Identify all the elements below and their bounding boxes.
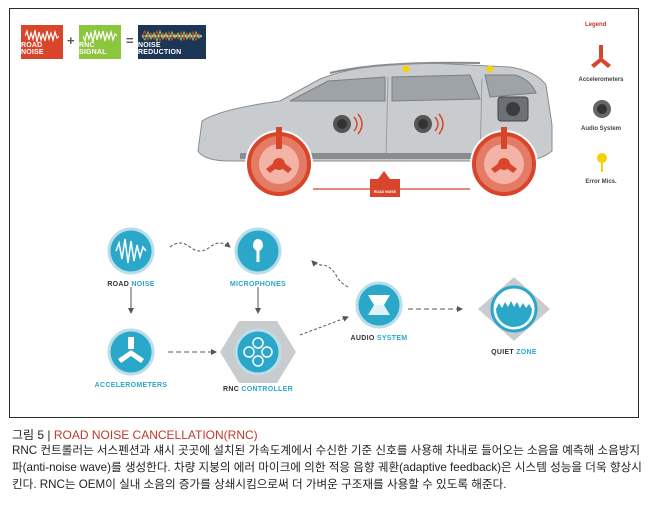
legend-title: Legend <box>585 22 607 28</box>
noise-reduction-label: NOISE REDUCTION <box>138 42 182 56</box>
plus-sign: + <box>67 33 75 48</box>
rnc-controller-node <box>220 321 296 383</box>
audio-system-label: AUDIO SYSTEM <box>350 335 408 342</box>
rnc-signal-label: RNC SIGNAL <box>79 42 107 56</box>
caption-title: 그림 5 | ROAD NOISE CANCELLATION(RNC) <box>12 426 258 443</box>
equals-sign: = <box>126 33 134 48</box>
legend-error-mics: Error Mics. <box>585 179 617 185</box>
caption-heading: ROAD NOISE CANCELLATION(RNC) <box>53 428 258 442</box>
legend-accelerometers: Accelerometers <box>578 77 624 83</box>
car-road-noise-badge: ROAD NOISE <box>370 179 400 197</box>
accelerometers-node <box>107 328 155 376</box>
rnc-signal-box: RNC SIGNAL <box>79 25 121 59</box>
road-noise-label: ROAD NOISE <box>107 281 155 288</box>
audio-system-node <box>355 281 403 329</box>
road-noise-label: ROAD NOISE <box>21 42 44 56</box>
road-noise-box: ROAD NOISE <box>21 25 63 59</box>
microphones-label: MICROPHONES <box>229 281 287 288</box>
flow-diagram <box>107 227 550 383</box>
audio-system-icon <box>593 100 611 118</box>
connector-audio-mic <box>311 260 349 288</box>
road-noise-node <box>107 227 155 275</box>
microphones-node <box>234 227 282 275</box>
caption-label: 그림 5 | <box>12 428 54 442</box>
caption-body: RNC 컨트롤러는 서스펜션과 섀시 곳곳에 설치된 가속도계에서 수신한 기준… <box>12 444 642 491</box>
error-mic-icon <box>597 153 607 172</box>
accelerometers-label: ACCELEROMETERS <box>94 382 168 389</box>
noise-reduction-box: NOISE REDUCTION <box>138 25 206 59</box>
car-illustration <box>197 61 553 198</box>
legend-audio-system: Audio System <box>580 126 621 132</box>
accelerometer-icon <box>591 45 611 68</box>
figure-frame: ROAD NOISE + RNC SIGNAL = NOISE REDUCTIO… <box>9 8 639 418</box>
waveform-icon <box>83 29 117 44</box>
waveform-icon <box>142 29 202 43</box>
connector-controller-audio <box>299 315 349 336</box>
rnc-controller-label: RNC CONTROLLER <box>223 386 293 393</box>
waveform-icon <box>25 28 59 43</box>
quiet-zone-label: QUIET ZONE <box>491 349 537 356</box>
quiet-zone-node <box>478 277 550 341</box>
connector-roadnoise-mic <box>169 241 231 252</box>
